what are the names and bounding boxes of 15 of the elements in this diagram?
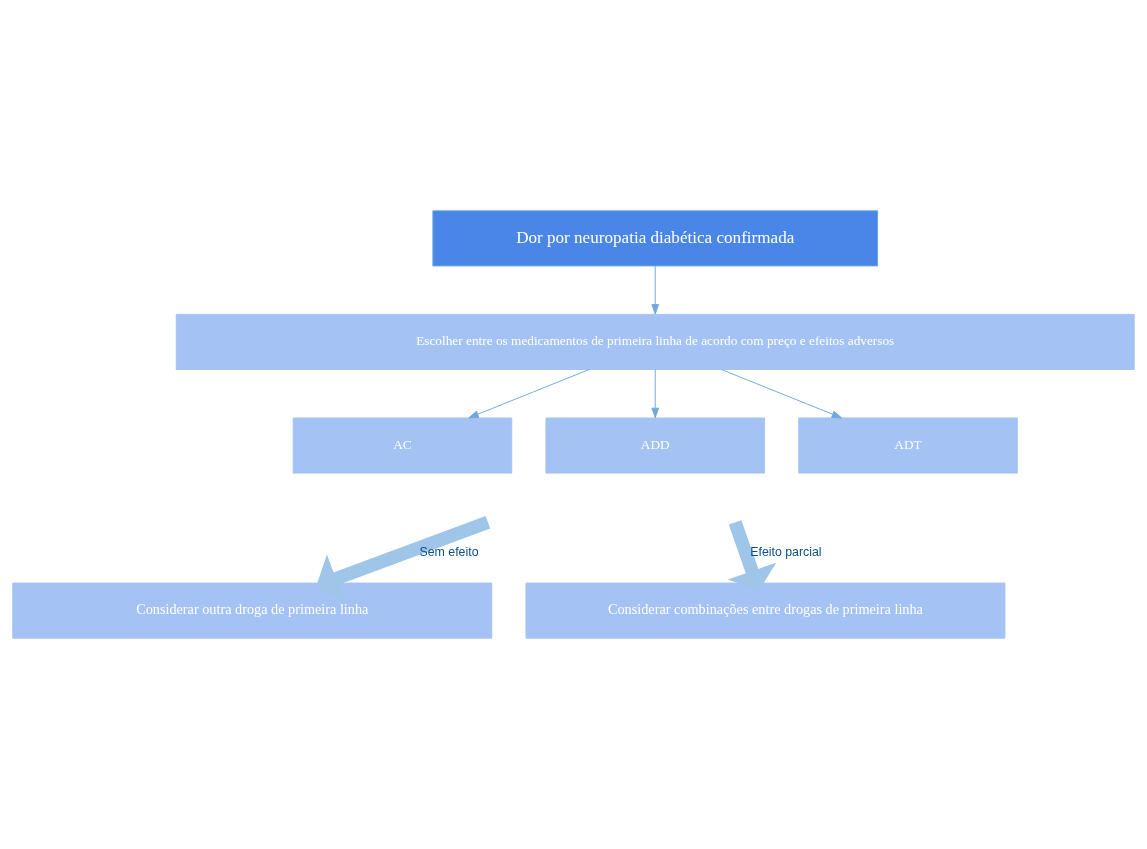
edge-label: Sem efeito [419, 544, 479, 559]
arrow [468, 369, 590, 419]
arrow [651, 369, 660, 419]
node-box: AC [292, 417, 513, 474]
arrow [721, 369, 843, 419]
node-box: ADT [798, 417, 1018, 474]
arrow [727, 520, 777, 591]
node-box: Considerar combinações entre drogas de primeira linha [525, 582, 1006, 639]
arrow [651, 265, 660, 315]
edge-label: Efeito parcial [750, 544, 822, 559]
node-box: ADD [545, 417, 765, 474]
node-box: Considerar outra droga de primeira linha [12, 582, 493, 639]
node-box: Escolher entre os medicamentos de primeira linha de acordo com preço e efeitos adversos [175, 313, 1135, 370]
node-box: Dor por neuropatia diabética confirmada [432, 210, 879, 267]
arrow [316, 516, 491, 603]
